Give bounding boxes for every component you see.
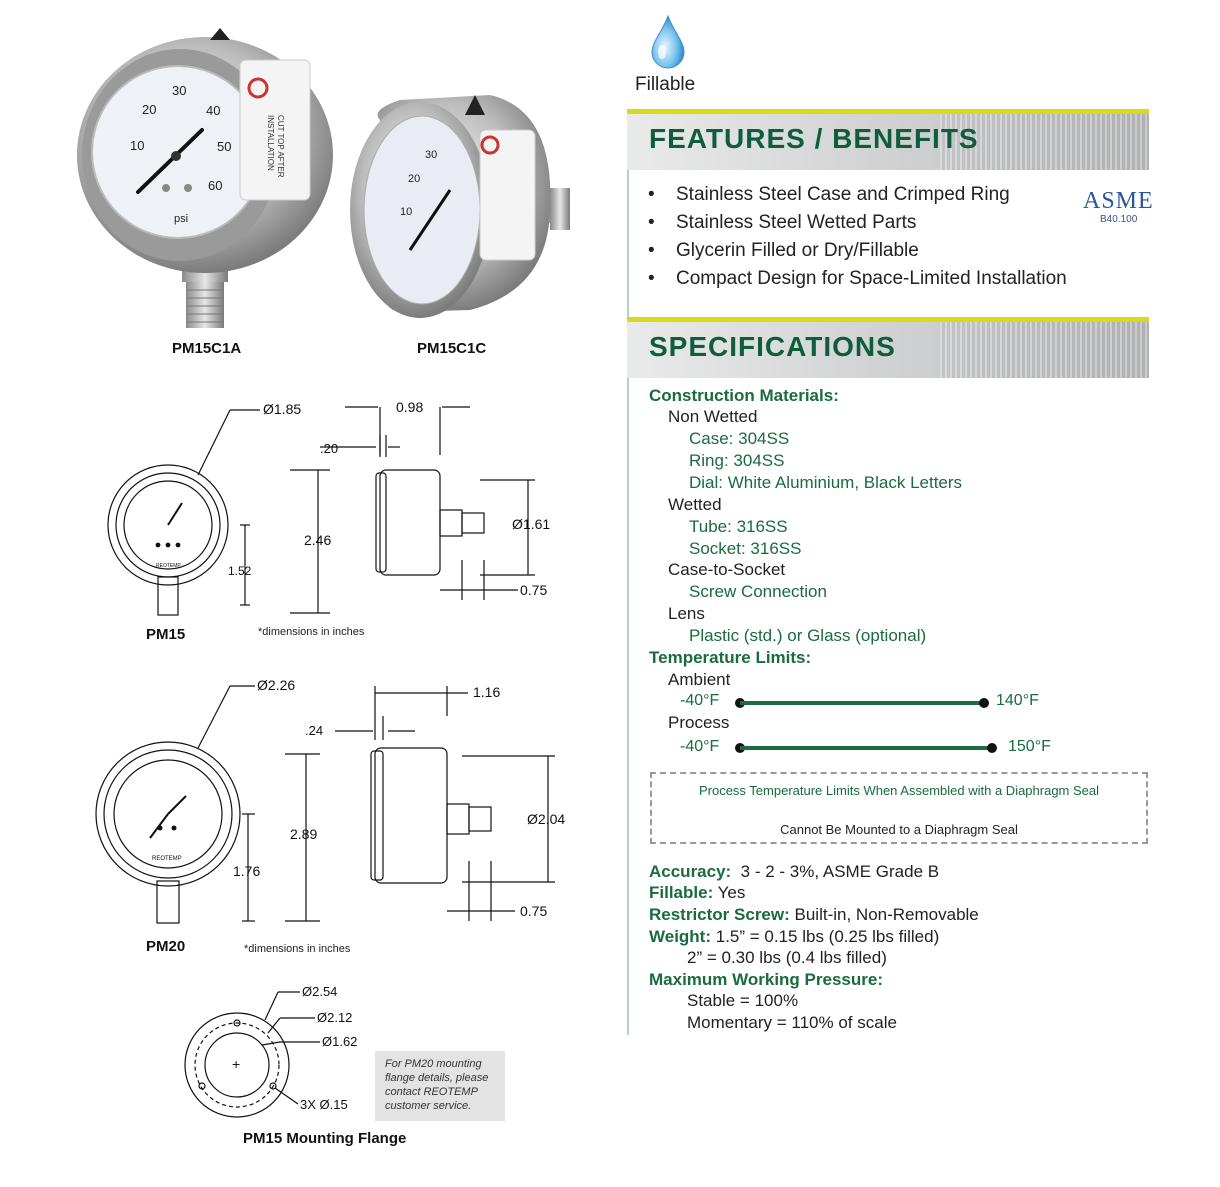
dimensions-note: *dimensions in inches (244, 943, 351, 955)
dim-flange-inner: Ø1.62 (322, 1034, 357, 1049)
dim-lens: .24 (305, 723, 323, 738)
ambient-range-bar (740, 701, 984, 705)
seal-line-2: Cannot Be Mounted to a Diaphragm Seal (780, 822, 1018, 837)
pm15-drawing: REOTEMP Ø1.85 0.98 .20 2.46 1.52 Ø1.61 0… (107, 399, 550, 616)
dim-flange-bolt: Ø2.12 (317, 1010, 352, 1025)
flange-note: For PM20 mounting flange details, please… (375, 1051, 505, 1121)
seal-line-1: Process Temperature Limits When Assemble… (698, 783, 1100, 798)
feature-item: •Stainless Steel Wetted Parts (648, 212, 917, 233)
dial-tick: 30 (172, 83, 186, 98)
specs-header: SPECIFICATIONS (627, 317, 1149, 378)
diaphragm-seal-box: Process Temperature Limits When Assemble… (650, 772, 1148, 844)
caption-pm15: PM15 (146, 626, 186, 643)
ambient-max: 140°F (996, 692, 1039, 709)
dial-brand: REOTEMP (156, 563, 181, 569)
dial-tick: 50 (217, 139, 231, 154)
spec-accuracy: Accuracy: 3 - 2 - 3%, ASME Grade B (649, 862, 940, 881)
spec-screw: Screw Connection (689, 582, 827, 601)
feature-item: •Glycerin Filled or Dry/Fillable (648, 240, 919, 261)
dial-brand: REOTEMP (152, 856, 182, 862)
dim-center: 1.52 (228, 564, 252, 578)
dial-unit: psi (174, 213, 188, 225)
spec-temp-label: Temperature Limits: (649, 648, 812, 667)
dim-flange-outer: Ø2.54 (302, 984, 337, 999)
svg-text:+: + (232, 1056, 240, 1072)
product-photos: CUT TOP AFTER INSTALLATION 10 20 30 40 5… (77, 28, 570, 328)
dim-case-diameter: Ø1.61 (512, 516, 550, 532)
water-drop-icon (651, 14, 685, 69)
asme-code: B40.100 (1100, 214, 1138, 225)
spec-mwp-label: Maximum Working Pressure: (649, 970, 883, 989)
spec-ring: Ring: 304SS (689, 451, 785, 470)
spec-stable: Stable = 100% (687, 991, 799, 1010)
spec-case-to-socket: Case-to-Socket (668, 560, 786, 579)
dim-depth: 1.16 (473, 684, 500, 700)
sticker-label: INSTALLATION (266, 115, 275, 171)
spec-ambient: Ambient (668, 670, 731, 689)
caption-pm15c1c: PM15C1C (417, 340, 487, 357)
dim-flange-holes: 3X Ø.15 (300, 1097, 348, 1112)
pm20-drawing: REOTEMP Ø2.26 1.16 .24 2.89 1.76 Ø2.04 0… (95, 677, 565, 924)
spec-construction-label: Construction Materials: (649, 386, 839, 405)
dim-center: 1.76 (233, 863, 260, 879)
caption-pm20: PM20 (146, 938, 186, 955)
dim-diameter: Ø1.85 (263, 401, 301, 417)
gauge-pm15c1a-image: CUT TOP AFTER INSTALLATION 10 20 30 40 5… (77, 28, 333, 328)
spec-restrictor: Restrictor Screw: Built-in, Non-Removabl… (649, 905, 979, 924)
dim-case-diameter: Ø2.04 (527, 811, 565, 827)
dial-tick: 20 (142, 102, 156, 117)
dial-tick: 10 (400, 206, 412, 218)
fillable-label: Fillable (635, 74, 696, 95)
feature-item: •Stainless Steel Case and Crimped Ring (648, 184, 1010, 205)
dim-diameter: Ø2.26 (257, 677, 295, 693)
caption-pm15c1a: PM15C1A (172, 340, 242, 357)
process-range-bar (740, 746, 992, 750)
dim-socket: 0.75 (520, 582, 547, 598)
spec-socket: Socket: 316SS (689, 539, 802, 558)
dial-tick: 60 (208, 178, 222, 193)
dim-depth: 0.98 (396, 399, 423, 415)
dial-tick: 10 (130, 138, 144, 153)
features-title: FEATURES / BENEFITS (649, 123, 979, 154)
spec-wetted: Wetted (668, 495, 722, 514)
spec-case: Case: 304SS (689, 429, 790, 448)
feature-item: •Compact Design for Space-Limited Instal… (648, 268, 1067, 289)
spec-non-wetted: Non Wetted (668, 407, 758, 426)
spec-process: Process (668, 713, 730, 732)
dial-tick: 20 (408, 173, 420, 185)
spec-weight-2: 2” = 0.30 lbs (0.4 lbs filled) (687, 948, 887, 967)
gauge-needle (136, 128, 204, 194)
spec-lens: Lens (668, 604, 705, 623)
dial-tick: 40 (206, 103, 220, 118)
dimensions-note: *dimensions in inches (258, 626, 365, 638)
dim-socket: 0.75 (520, 903, 547, 919)
ambient-min: -40°F (680, 692, 720, 709)
spec-dial: Dial: White Aluminium, Black Letters (689, 473, 963, 492)
spec-tube: Tube: 316SS (689, 517, 788, 536)
process-max: 150°F (1008, 738, 1051, 755)
dim-lens: .20 (320, 441, 338, 456)
asme-logo: ASME (1083, 188, 1154, 214)
dim-height: 2.89 (290, 826, 317, 842)
spec-weight: Weight: 1.5” = 0.15 lbs (0.25 lbs filled… (649, 927, 940, 946)
sticker-label: CUT TOP AFTER (276, 115, 285, 178)
gauge-pm15c1c-image: 10 20 30 (350, 95, 570, 318)
dim-height: 2.46 (304, 532, 331, 548)
spec-lens-value: Plastic (std.) or Glass (optional) (689, 626, 927, 645)
spec-momentary: Momentary = 110% of scale (687, 1013, 897, 1032)
caption-flange: PM15 Mounting Flange (243, 1130, 407, 1147)
process-min: -40°F (680, 738, 720, 755)
features-header: FEATURES / BENEFITS (627, 109, 1149, 170)
dial-tick: 30 (425, 149, 437, 161)
spec-fillable: Fillable: Yes (649, 883, 746, 902)
specs-title: SPECIFICATIONS (649, 331, 896, 362)
flange-drawing: + Ø2.54 Ø2.12 Ø1.62 3X Ø.15 (184, 984, 357, 1118)
